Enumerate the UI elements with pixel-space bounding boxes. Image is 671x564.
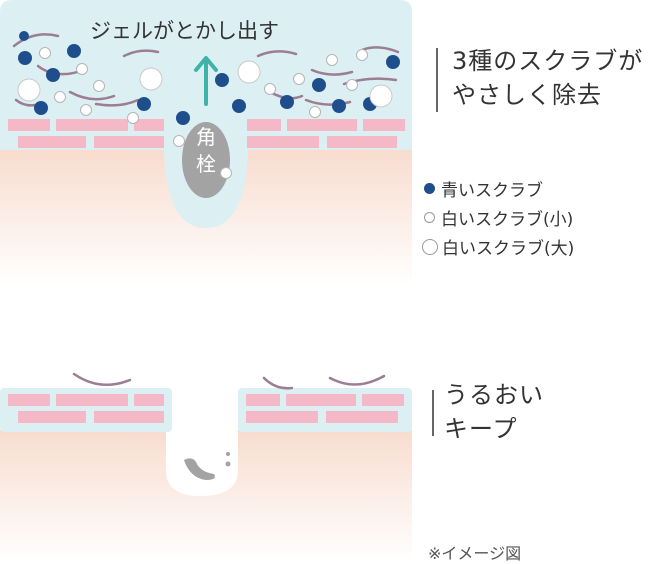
top-skin-cells <box>8 119 405 148</box>
caption-bar-bottom <box>432 390 434 436</box>
legend-small-white-scrub: 白いスクラブ(小) <box>424 205 573 230</box>
large-white-scrub-dots <box>17 60 393 108</box>
bottom-skin-panel <box>0 372 412 561</box>
gel-dissolve-label: ジェルがとかし出す <box>90 19 279 43</box>
small-white-scrub-dot-icon <box>424 212 435 223</box>
blue-scrub-dots <box>18 31 400 125</box>
caption-scrub-remove: 3種のスクラブが やさしく除去 <box>452 47 644 109</box>
up-arrow-icon <box>194 56 218 106</box>
top-skin-panel <box>0 0 412 285</box>
pore-plug <box>182 122 230 198</box>
residue-shape <box>184 458 215 480</box>
blue-scrub-dot-icon <box>424 183 435 194</box>
plug-label: 角栓 <box>196 125 216 176</box>
moisture-arcs <box>72 372 386 390</box>
legend-large-white-scrub: 白いスクラブ(大) <box>422 234 574 259</box>
caption-bar-top <box>436 48 438 112</box>
small-white-scrub-dots <box>39 47 368 179</box>
bottom-skin-cells <box>8 394 404 423</box>
image-note: ※イメージ図 <box>428 544 522 563</box>
open-pore <box>166 420 238 496</box>
caption-moisture-keep: うるおい キープ <box>444 381 544 443</box>
top-gel-layer <box>0 0 412 228</box>
large-white-scrub-dot-icon <box>422 238 438 255</box>
legend-blue-scrub: 青いスクラブ <box>424 176 543 201</box>
